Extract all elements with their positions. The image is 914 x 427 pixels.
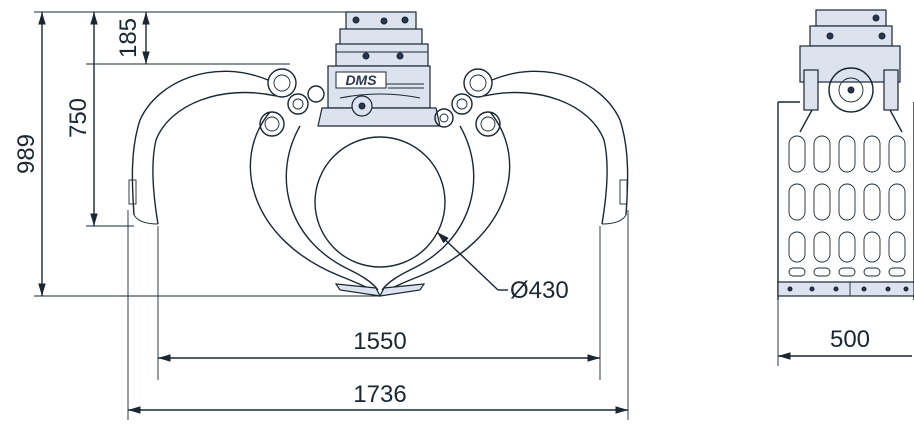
log-diameter-leader: Ø430 (436, 231, 569, 304)
total-height-label: 989 (13, 134, 40, 174)
vertical-dimensions: 989 750 185 (13, 11, 380, 297)
grapple-body: DMS (317, 65, 441, 127)
inner-width-label: 1550 (353, 328, 406, 355)
closed-arms (249, 111, 511, 297)
rotator-head (335, 11, 429, 67)
front-view: DMS (13, 11, 629, 420)
side-body (799, 45, 903, 133)
log-circle (314, 136, 446, 268)
logo-text: DMS (345, 72, 377, 88)
open-arms (128, 70, 629, 225)
arm-height-label: 750 (65, 98, 92, 138)
logo-plate (335, 71, 387, 89)
log-diameter-label: Ø430 (510, 277, 569, 304)
side-rotator (809, 9, 893, 47)
pivot-joints (259, 68, 501, 137)
head-height-label: 185 (115, 18, 142, 58)
side-width-label: 500 (830, 326, 870, 353)
outer-width-label: 1736 (353, 381, 406, 408)
side-tines (777, 101, 914, 300)
side-width-dimension: 500 (777, 300, 912, 366)
side-view: 500 (777, 9, 914, 366)
horizontal-dimensions: 1550 1736 (127, 210, 629, 420)
